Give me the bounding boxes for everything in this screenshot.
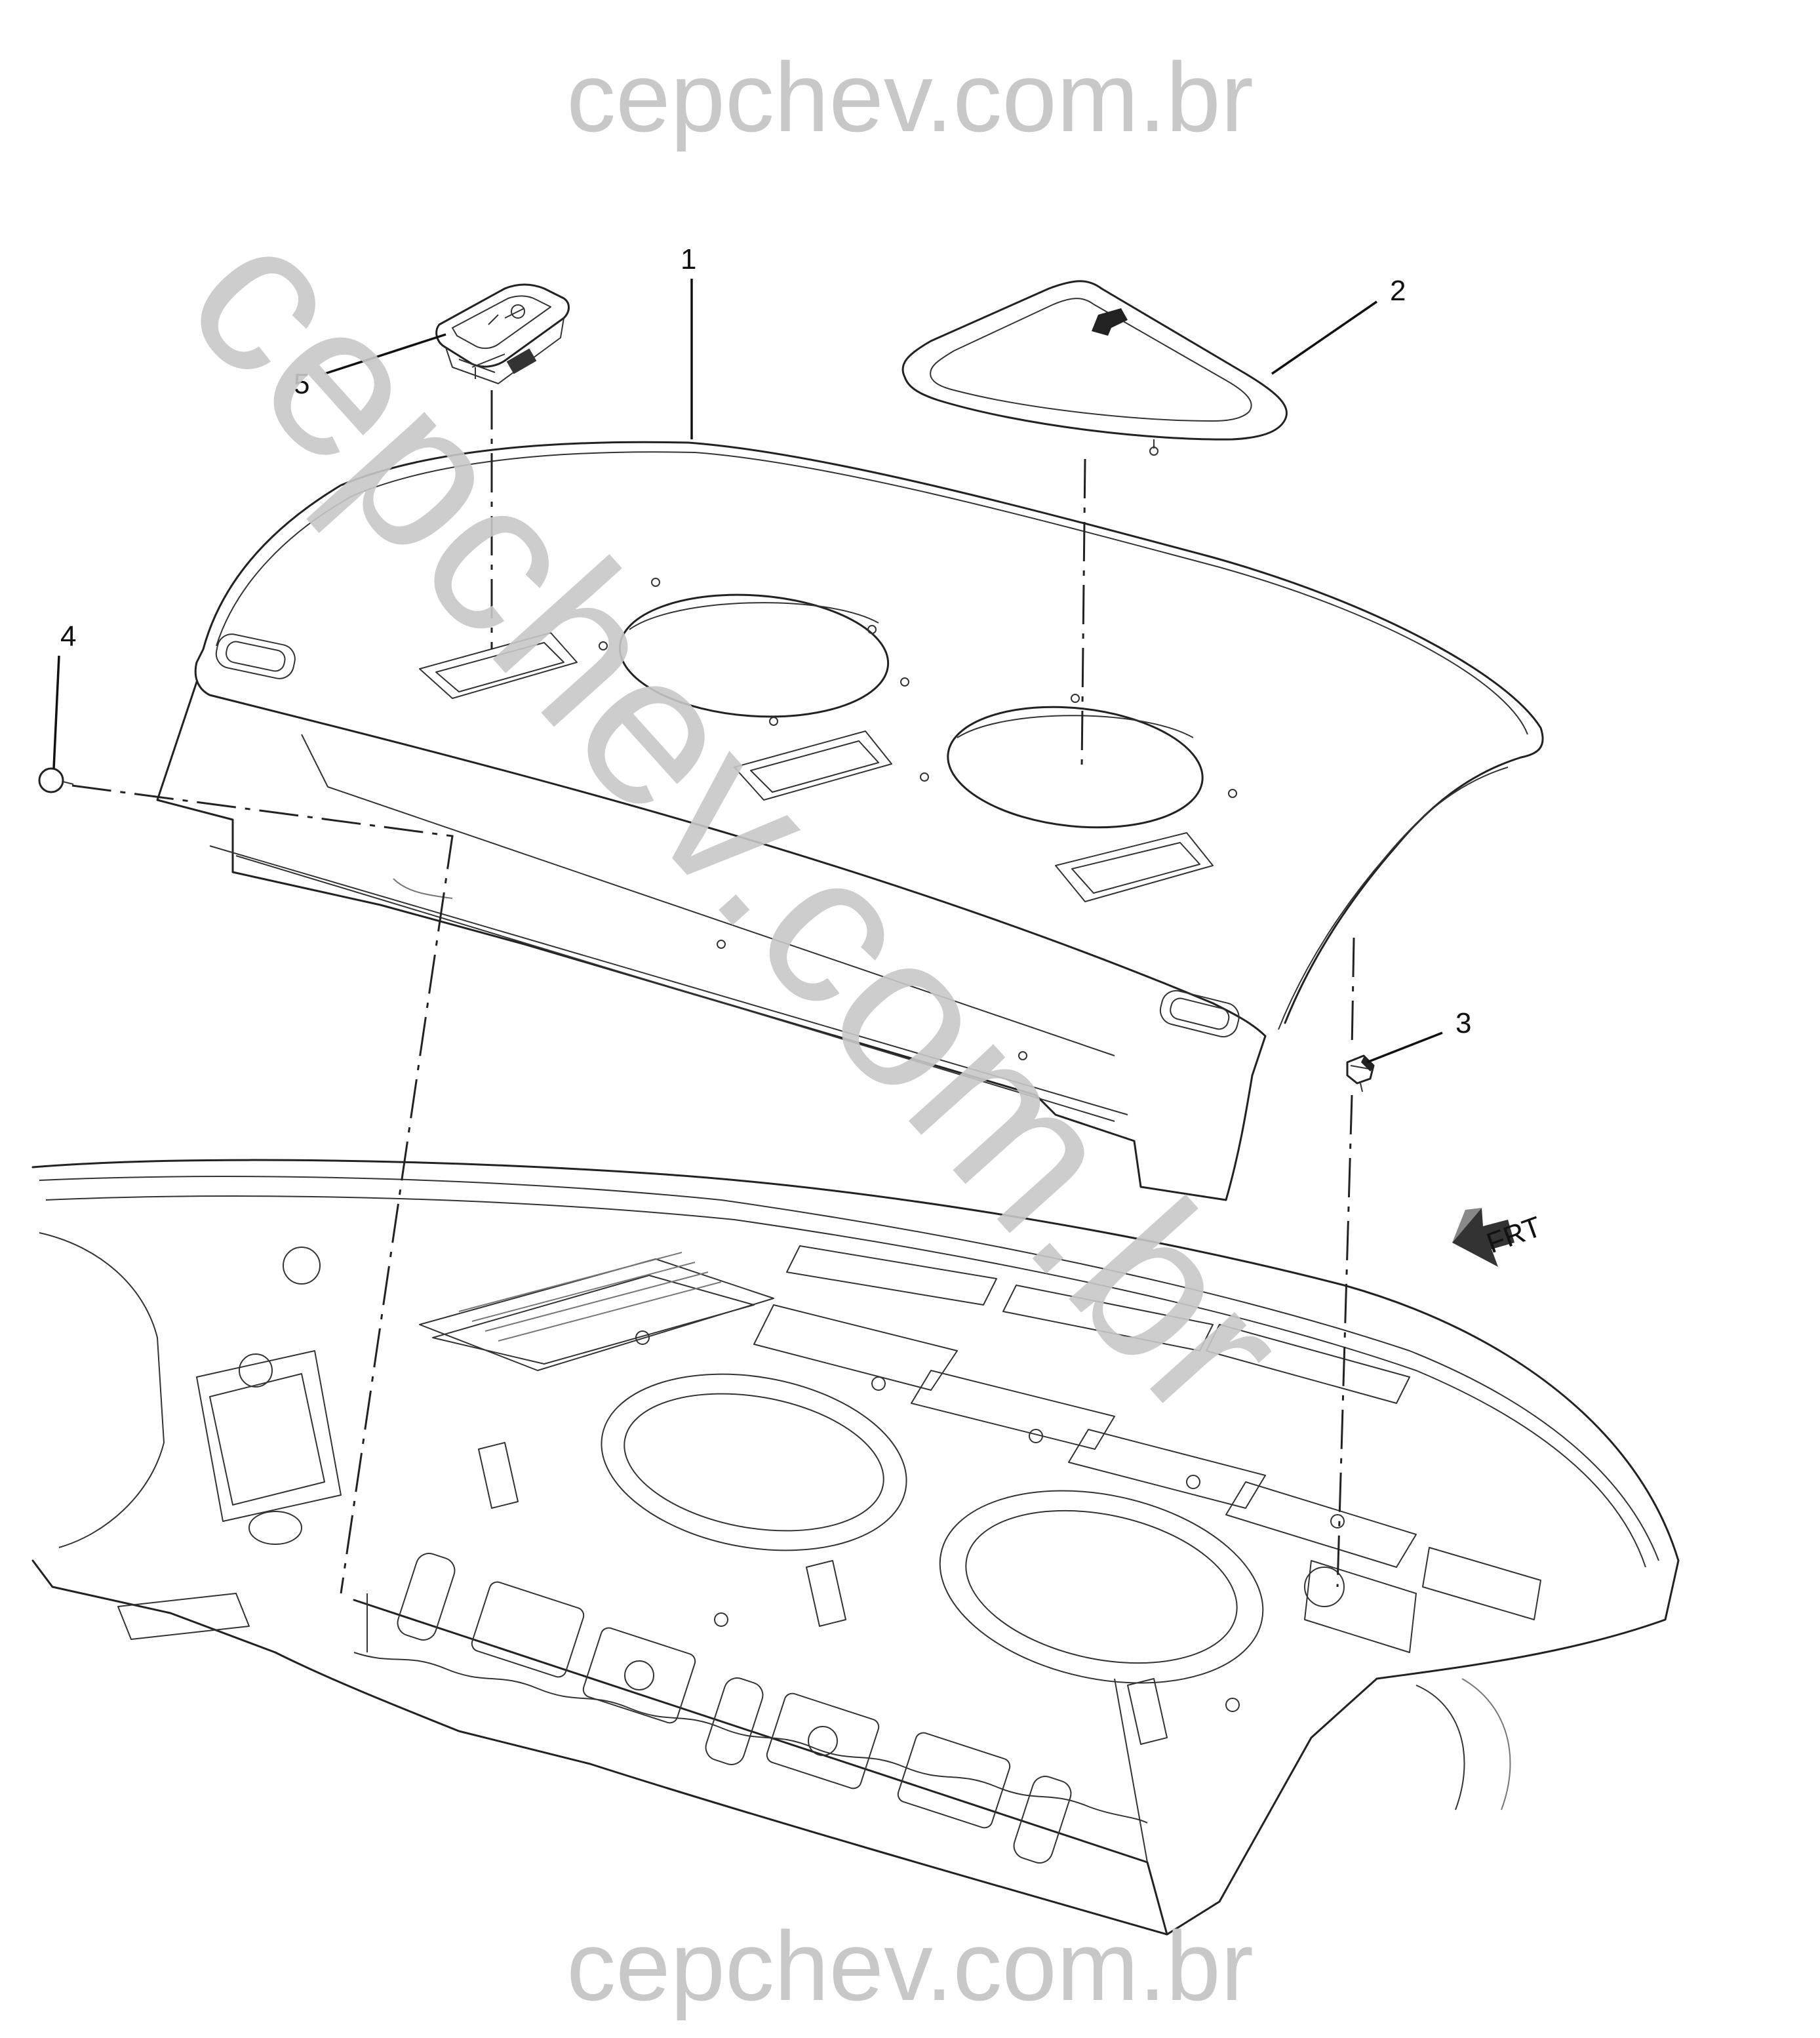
push-retainer — [38, 767, 74, 793]
rear-body-panel — [31, 1159, 1680, 1936]
release-switch — [435, 283, 570, 384]
frt-label: FRT — [1482, 1210, 1545, 1260]
callout-3: 3 — [1455, 1007, 1471, 1039]
rear-window-panel-trim — [156, 441, 1544, 1201]
leader-lines — [52, 279, 1443, 1064]
callout-5: 5 — [294, 368, 309, 400]
watermark-top: cepchev.com.br — [566, 42, 1254, 152]
panel-clip — [1346, 1054, 1375, 1092]
watermark-bottom: cepchev.com.br — [566, 1911, 1254, 2021]
front-arrow-icon: FRT — [1452, 1208, 1546, 1267]
speaker-grille-cover — [901, 280, 1288, 456]
assembly-lines — [71, 390, 1355, 1594]
callout-4: 4 — [60, 620, 76, 652]
callout-2: 2 — [1390, 275, 1406, 307]
callout-1: 1 — [681, 243, 696, 275]
